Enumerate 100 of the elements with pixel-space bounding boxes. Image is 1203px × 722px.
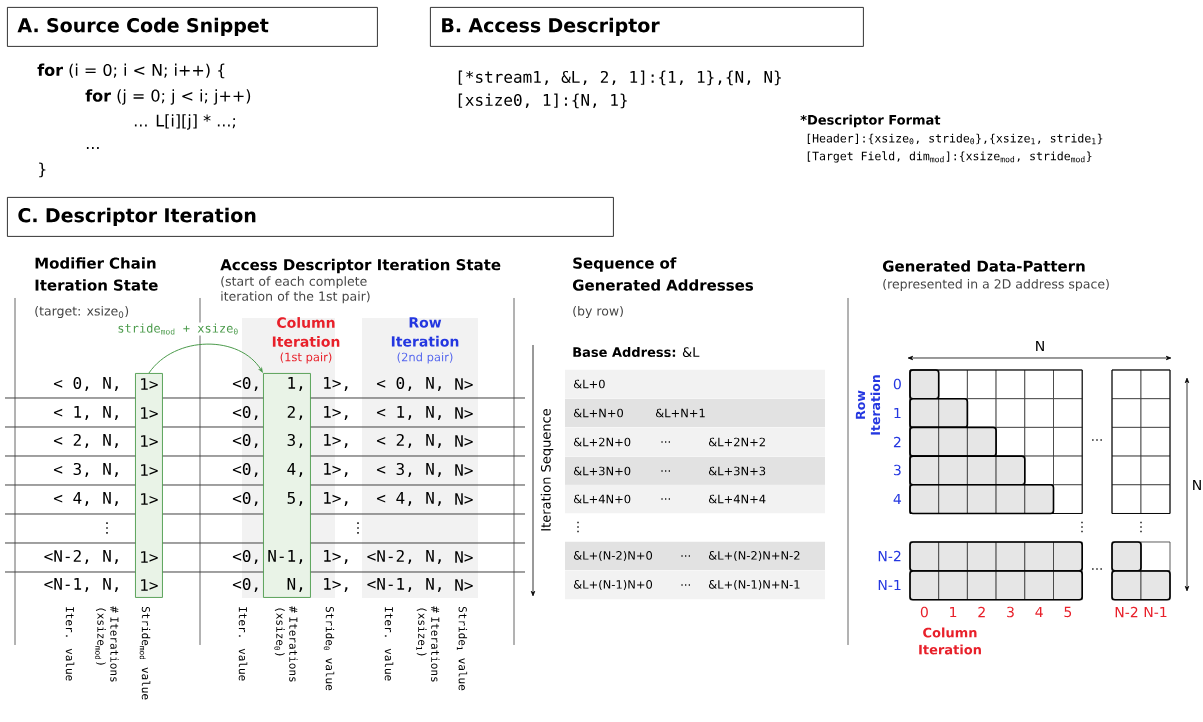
address-cell: &L+N+0 xyxy=(573,408,623,418)
column-caption: Stride$_{0}$ value xyxy=(323,606,335,691)
column-number: 4 xyxy=(1035,606,1043,618)
table-cell: N, xyxy=(287,578,303,592)
table-cell: 1> xyxy=(141,464,158,476)
ellipsis: ⋮ xyxy=(1081,521,1083,533)
table-cell: 3, xyxy=(287,433,303,449)
address-cell: ... xyxy=(661,441,670,443)
column-label: Column Iteration xyxy=(272,317,340,347)
table-cell: N, xyxy=(103,492,118,506)
column-caption: # Iterations (xsize$_{1}$) xyxy=(416,606,440,682)
descriptor-text: [xsize0, 1]:{N, 1} xyxy=(458,93,627,109)
ellipsis: ... xyxy=(1092,568,1102,570)
address-heading: Base Address: &L xyxy=(573,346,700,358)
column-number: N-1 xyxy=(1144,606,1167,618)
row-number: 4 xyxy=(893,493,901,505)
table-cell: N> xyxy=(455,493,473,505)
column-number: N-2 xyxy=(1115,606,1138,618)
row-number: N-1 xyxy=(878,579,901,591)
table-cell: <N-1, xyxy=(367,578,412,592)
column-subheading: (by row) xyxy=(573,305,623,319)
axis-label: Column Iteration xyxy=(919,627,981,655)
dimension-label: N xyxy=(1193,479,1201,491)
arrow xyxy=(148,343,263,374)
column-subheading: (represented in a 2D address space) xyxy=(883,278,1109,292)
column-number: 1 xyxy=(950,606,957,618)
column-heading: Access Descriptor Iteration State xyxy=(220,258,501,274)
row-number: 3 xyxy=(893,464,901,476)
column-label: Row Iteration xyxy=(391,317,459,347)
column-sublabel: (2nd pair) xyxy=(397,352,453,364)
table-cell: N> xyxy=(455,551,473,563)
table-cell: 1> xyxy=(141,493,158,505)
address-cell: &L+(N-1)N+N-1 xyxy=(708,579,800,591)
table-cell: < 1, xyxy=(53,406,89,420)
table-cell: N> xyxy=(455,407,473,419)
highlight-column xyxy=(135,373,163,598)
table-cell: N, xyxy=(426,434,441,448)
axis-label: Iteration Sequence xyxy=(540,409,554,531)
table-cell: N> xyxy=(455,464,473,476)
ellipsis: ⋮ xyxy=(577,521,579,533)
note-heading: *Descriptor Format xyxy=(800,114,941,128)
table-cell: N> xyxy=(455,435,473,447)
table-cell: 1> xyxy=(141,378,158,390)
table-cell: N, xyxy=(426,406,441,420)
table-cell: N-1, xyxy=(268,550,303,564)
address-cell: ... xyxy=(681,555,690,557)
section-header: C. Descriptor Iteration xyxy=(7,197,614,237)
table-cell: N> xyxy=(455,579,473,591)
table-cell: N, xyxy=(426,550,441,564)
address-cell: &L+4N+0 xyxy=(573,494,631,504)
table-cell: 1> xyxy=(141,551,158,563)
table-cell: <N-2, xyxy=(44,549,89,565)
row-number: 0 xyxy=(893,378,901,390)
column-subheading: (start of each complete iteration of the 1st pair) xyxy=(221,276,370,304)
column-caption: Iter. value xyxy=(384,607,394,681)
descriptor-text: [*stream1, &L, 2, 1]:{1, 1},{N, N} xyxy=(458,70,781,86)
table-cell: N, xyxy=(103,578,118,592)
column-heading: Generated Data-Pattern xyxy=(882,260,1085,272)
table-cell: N, xyxy=(426,492,441,506)
edge-label: stride$_{mod}$ + xsize$_{0}$ xyxy=(116,322,240,336)
address-cell: ... xyxy=(661,470,670,472)
address-cell: &L+3N+0 xyxy=(573,466,631,476)
address-cell: &L+2N+0 xyxy=(573,437,631,447)
column-number: 0 xyxy=(920,606,928,618)
column-caption: Iter. value xyxy=(238,607,248,681)
ellipsis: ... xyxy=(1092,439,1102,441)
table-cell: <N-1, xyxy=(44,578,89,592)
ellipsis: ⋮ xyxy=(106,522,108,534)
table-cell: N, xyxy=(103,406,118,420)
table-cell: 5, xyxy=(287,492,303,506)
column-heading: Modifier Chain Iteration State xyxy=(35,257,158,291)
column-subheading: (target: xsize$_{0}$) xyxy=(35,305,129,319)
table-cell: N, xyxy=(426,578,441,592)
section-header: A. Source Code Snippet xyxy=(7,7,378,47)
column-caption: Stride$_{1}$ value xyxy=(456,606,468,691)
table-cell: N, xyxy=(426,463,441,477)
table-cell: < 0, xyxy=(53,376,89,392)
column-number: 5 xyxy=(1064,606,1072,618)
table-cell: <0, xyxy=(232,376,258,392)
table-cell: < 3, xyxy=(376,462,412,478)
column-sublabel: (1st pair) xyxy=(280,352,332,364)
format-text: [Header]:{xsize$_{0}$, stride$_{0}$},{xsize$_{1}$, stride$_{1}$} xyxy=(807,133,1103,145)
table-cell: < 4, xyxy=(376,492,412,506)
address-cell: &L+3N+3 xyxy=(708,466,766,476)
column-number: 2 xyxy=(978,606,985,618)
table-cell: 1> xyxy=(141,435,158,447)
table-cell: N> xyxy=(455,378,473,390)
ellipsis: ⋮ xyxy=(357,522,359,534)
axis-label: Row Iteration xyxy=(855,375,881,435)
table-cell: < 3, xyxy=(53,462,89,478)
table-cell: N, xyxy=(103,463,118,477)
column-caption: Iter. value xyxy=(65,607,75,681)
table-cell: < 0, xyxy=(376,376,412,392)
table-cell: <N-2, xyxy=(367,549,412,565)
highlight-column xyxy=(263,373,311,598)
code-line: ... xyxy=(86,147,99,149)
address-cell: &L+(N-2)N+0 xyxy=(573,550,653,562)
address-cell: &L+(N-2)N+N-2 xyxy=(708,550,800,562)
ellipsis: ⋮ xyxy=(1140,521,1142,533)
address-cell: ... xyxy=(661,498,670,500)
